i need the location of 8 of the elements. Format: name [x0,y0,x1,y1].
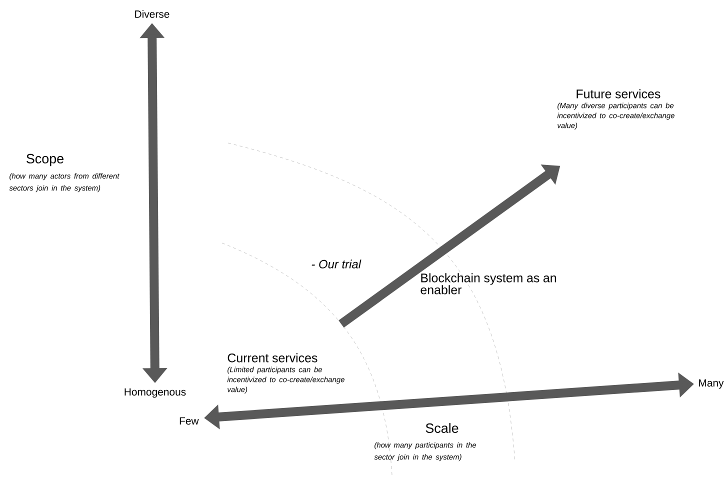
axis-title: Scope [26,154,64,166]
enabler-label: Blockchain system as an enabler [420,273,556,294]
axis-title: Scale [426,423,458,433]
axis-label: Few [180,417,199,425]
axis-label: Homogenous [124,388,186,398]
axis-label: Diverse [135,10,170,18]
example-label: - Our trial [312,260,362,268]
axis-label: Many [699,379,724,389]
